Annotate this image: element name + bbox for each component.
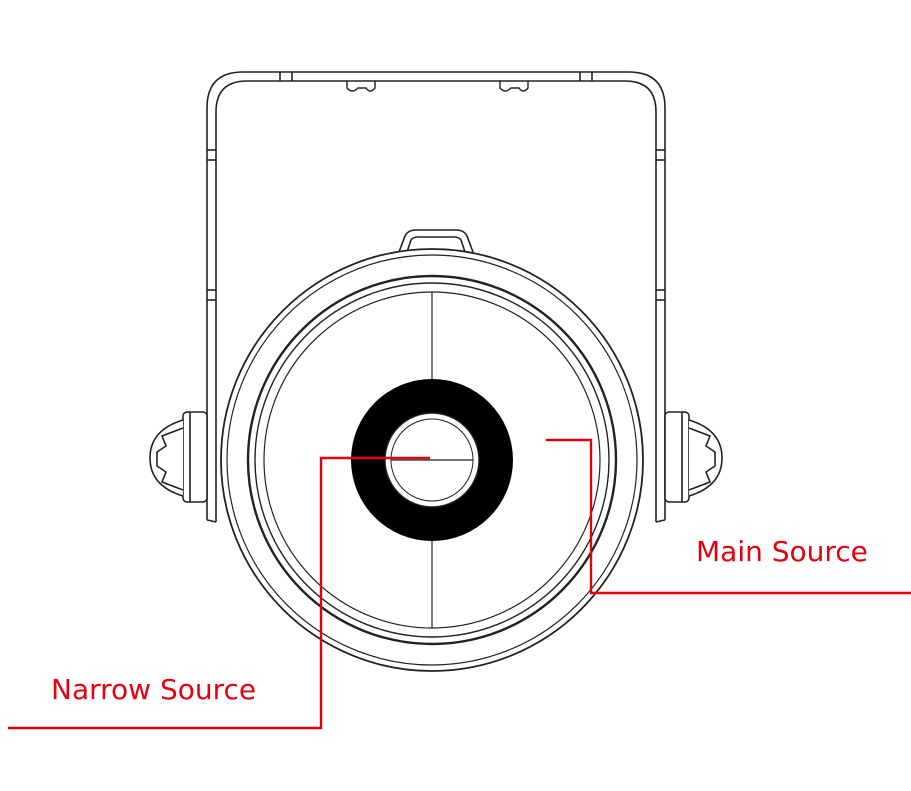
top-handle [398,229,474,253]
narrow-source-label: Narrow Source [51,673,257,706]
yoke-bracket [206,71,666,523]
callout-lines [8,438,911,730]
main-source-leader [546,438,911,595]
left-tilt-knob [149,411,208,503]
main-source-label: Main Source [696,535,868,568]
bracket-clips [346,81,529,92]
right-tilt-knob [664,411,723,503]
narrow-source-leader [8,456,430,730]
narrow-source-ring [351,379,513,541]
